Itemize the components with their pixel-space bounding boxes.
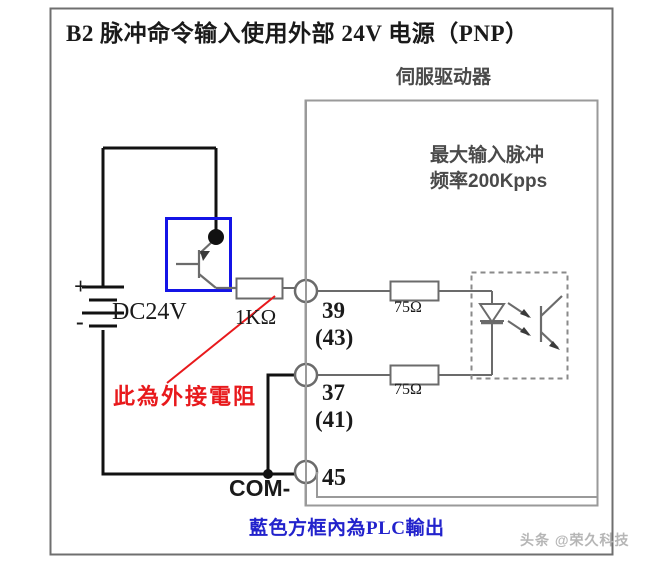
dc-battery-icon xyxy=(82,285,124,328)
resistor-75-bottom-label: 75Ω xyxy=(394,381,422,398)
wire-battery-negative xyxy=(101,330,268,476)
optocoupler-package xyxy=(470,271,569,380)
power-supply-label: DC24V xyxy=(112,299,187,325)
external-resistor-note: 此為外接電阻 xyxy=(113,384,258,409)
outer-frame xyxy=(49,7,614,556)
junction-dot-emitter xyxy=(208,229,224,245)
resistor-1k-label: 1KΩ xyxy=(235,305,277,329)
pnp-transistor-icon xyxy=(176,239,236,290)
resistor-75-top-body xyxy=(389,280,440,302)
transistor-emitter-arrow xyxy=(200,251,210,261)
optocoupler-icon xyxy=(478,291,530,375)
plc-output-note: 藍色方框內為PLC輸出 xyxy=(249,518,445,539)
max-pulse-line-1: 最大输入脉冲 xyxy=(430,145,545,166)
resistor-75-top-label: 75Ω xyxy=(394,299,422,316)
max-pulse-line-2: 频率200Kpps xyxy=(430,171,548,192)
terminal-45-name: COM- xyxy=(229,475,291,501)
page-title: B2 脉冲命令输入使用外部 24V 电源（PNP） xyxy=(66,21,529,46)
watermark-label: 头条 @荣久科技 xyxy=(520,532,630,548)
opto-light-arrow-1 xyxy=(520,309,531,318)
junction-dot-com xyxy=(263,469,273,479)
terminal-39-number: 39 xyxy=(322,298,345,323)
red-leader-line xyxy=(166,295,276,384)
wire-com-to-terminal37 xyxy=(266,373,295,474)
battery-plus-label: + xyxy=(74,274,88,299)
resistor-1k-body xyxy=(235,277,284,300)
opto-light-arrow-2 xyxy=(520,327,531,336)
terminal-45-number: 45 xyxy=(322,465,346,491)
servo-drive-label: 伺服驱动器 xyxy=(396,67,492,88)
terminal-37-number: 37 xyxy=(322,380,345,405)
terminal-37-alt-number: (41) xyxy=(315,407,354,432)
battery-minus-label: - xyxy=(76,309,84,334)
plc-output-box xyxy=(165,217,232,292)
phototransistor-emitter-arrow xyxy=(549,341,560,350)
terminal-39-alt-number: (43) xyxy=(315,325,354,350)
phototransistor-icon xyxy=(539,295,563,349)
internal-wire-45 xyxy=(316,472,597,498)
